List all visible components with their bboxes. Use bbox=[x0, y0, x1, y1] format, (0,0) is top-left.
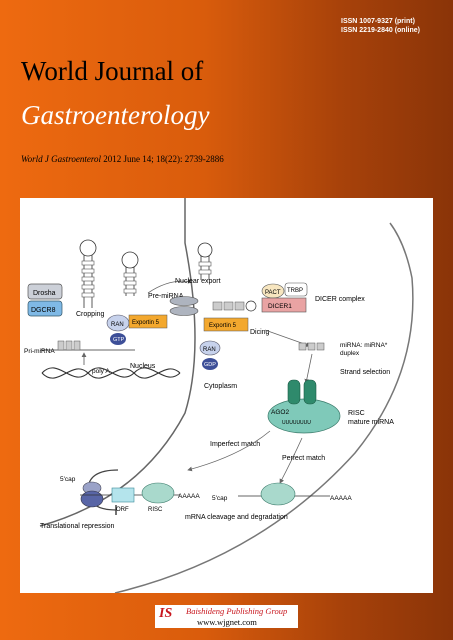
dgcr8-box bbox=[27, 300, 63, 317]
cell-membrane bbox=[114, 222, 414, 593]
strand-arrow bbox=[304, 353, 313, 384]
imperfect-arrow bbox=[187, 430, 271, 472]
citation: World J Gastroenterol 2012 June 14; 18(2… bbox=[21, 154, 224, 164]
ran-node-2 bbox=[199, 340, 221, 356]
ran-label-2: RAN bbox=[203, 347, 216, 353]
gtp-node bbox=[110, 333, 126, 345]
pre-mirna-label: Pre-miRNA bbox=[148, 293, 184, 300]
duplex-rung-a bbox=[298, 342, 307, 351]
pre-mirna-cyto-a bbox=[212, 301, 223, 311]
exportin5-box-1 bbox=[128, 314, 168, 329]
publisher-logo-text: IS bbox=[159, 606, 173, 621]
risc-subunit-b bbox=[303, 379, 317, 405]
duplex-label-1: miRNA: miRNA* bbox=[340, 342, 388, 349]
orf-label: ORF bbox=[116, 507, 129, 513]
cytoplasm-label: Cytoplasm bbox=[204, 383, 237, 390]
orf-box bbox=[111, 487, 135, 503]
strand-selection-label: Strand selection bbox=[340, 369, 390, 376]
pri-mirna-rung-a bbox=[57, 340, 65, 351]
pre-mirna-rungs-1 bbox=[123, 272, 137, 294]
publisher-name: Baishideng Publishing Group bbox=[186, 606, 288, 616]
publisher-url[interactable]: www.wjgnet.com bbox=[197, 617, 257, 627]
dicer-complex-label: DICER complex bbox=[315, 296, 365, 303]
cleavage-label: mRNA cleavage and degradation bbox=[185, 514, 288, 521]
pri-mirna-label: Pri-miRNA bbox=[24, 348, 55, 355]
duplex-rung-b bbox=[307, 342, 316, 351]
publisher-logo-box: IS Baishideng Publishing Group www.wjgne… bbox=[155, 605, 298, 628]
exportin5-label-1: Exportin 5 bbox=[132, 320, 160, 326]
cap-label-1: 5'cap bbox=[60, 476, 76, 483]
cap-label-2: 5'cap bbox=[212, 495, 228, 502]
pre-mirna-cyto-loop bbox=[245, 300, 257, 312]
cropping-label: Cropping bbox=[76, 311, 105, 318]
imperfect-match-label: Imperfect match bbox=[210, 441, 260, 448]
dicer1-box bbox=[261, 297, 307, 313]
dna-strand-a bbox=[41, 367, 181, 378]
ago2-label: AGO2 bbox=[271, 409, 289, 416]
dicer1-label: DICER1 bbox=[268, 303, 292, 310]
duplex-label-2: duplex bbox=[340, 350, 360, 357]
pact-label: PACT bbox=[265, 290, 281, 296]
dna-strand-b bbox=[41, 368, 181, 379]
export-arrow bbox=[147, 278, 193, 294]
nucleus-label: Nucleus bbox=[130, 363, 156, 370]
mirna-pathway-figure: Drosha DGCR8 Pri-miRNA poly A Cropping R… bbox=[20, 198, 433, 593]
aaaaa-label-1: AAAAA bbox=[178, 493, 200, 500]
publisher-logo-icon: IS bbox=[159, 606, 183, 625]
trbp-box bbox=[284, 282, 308, 297]
exportin5-box-2 bbox=[203, 317, 249, 332]
pri-mirna-hairpin-1 bbox=[79, 239, 97, 308]
drosha-label: Drosha bbox=[33, 290, 56, 297]
pre-mirna-hairpin-2 bbox=[197, 242, 213, 280]
issn-online: ISSN 2219-2840 (online) bbox=[341, 27, 420, 34]
journal-title-line1: World Journal of bbox=[21, 56, 204, 86]
citation-details: 2012 June 14; 18(22): 2739-2886 bbox=[103, 154, 224, 164]
nuclear-pore-bottom bbox=[169, 306, 199, 316]
risc-mrna-2 bbox=[260, 482, 296, 506]
nuclear-export-label: Nuclear export bbox=[175, 278, 221, 285]
gdp-node bbox=[202, 358, 218, 370]
ribosome-bottom bbox=[80, 490, 104, 508]
pri-mirna-rung-c bbox=[73, 340, 81, 351]
nuclear-pore-top bbox=[169, 296, 199, 306]
ago2-body bbox=[267, 398, 341, 434]
risc-subunit-a bbox=[287, 379, 301, 405]
risc-label-mrna-1: RISC bbox=[148, 507, 163, 513]
risc-mrna-1 bbox=[141, 482, 175, 504]
issn-print: ISSN 1007-9327 (print) bbox=[341, 18, 415, 25]
drosha-box bbox=[27, 283, 63, 300]
pre-mirna-rungs-2 bbox=[198, 261, 212, 275]
pre-mirna-cyto-c bbox=[234, 301, 245, 311]
journal-title-line2: Gastroenterology bbox=[21, 100, 210, 130]
ran-label-1: RAN bbox=[111, 322, 124, 328]
exportin5-label-2: Exportin 5 bbox=[209, 323, 237, 329]
pri-mirna-rung-b bbox=[65, 340, 73, 351]
issn-block: ISSN 1007-9327 (print) ISSN 2219-2840 (o… bbox=[341, 17, 420, 35]
risc-label-2: mature miRNA bbox=[348, 419, 394, 426]
risc-label-1: RISC bbox=[348, 410, 365, 417]
perfect-match-label: Perfect match bbox=[282, 455, 325, 462]
aaaaa-label-2: AAAAA bbox=[330, 495, 352, 502]
citation-abbrev: World J Gastroenterol bbox=[21, 154, 101, 164]
dgcr8-label: DGCR8 bbox=[31, 307, 56, 314]
dicing-label: Dicing bbox=[250, 329, 270, 336]
gtp-label: GTP bbox=[113, 337, 125, 343]
trbp-label: TRBP bbox=[287, 288, 303, 294]
pri-mirna-rungs-1 bbox=[81, 260, 95, 298]
duplex-rung-c bbox=[316, 342, 325, 351]
pre-mirna-cyto-b bbox=[223, 301, 234, 311]
poly-a-label: poly A bbox=[92, 368, 110, 375]
ago2-sequence: UUUUUUUU bbox=[282, 420, 311, 426]
mirna-diagram: Drosha DGCR8 Pri-miRNA poly A Cropping R… bbox=[24, 198, 414, 593]
translational-repression-label: Translational repression bbox=[40, 523, 115, 530]
perfect-arrow bbox=[279, 437, 303, 484]
gdp-label: GDP bbox=[204, 362, 216, 368]
